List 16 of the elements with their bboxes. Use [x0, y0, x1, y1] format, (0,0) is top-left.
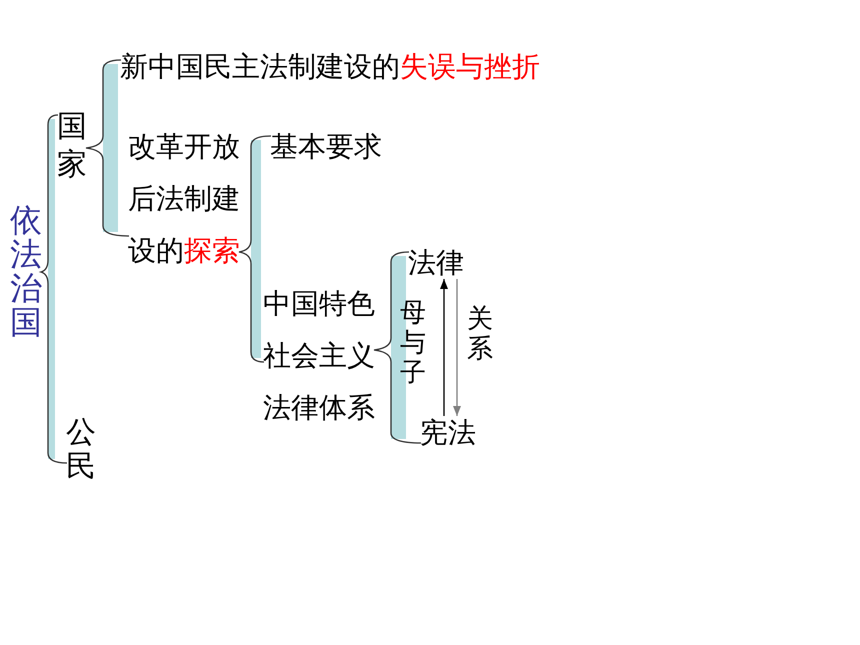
text-label: 国家 — [57, 108, 87, 184]
arrow — [440, 279, 448, 416]
curly-brace — [40, 114, 68, 464]
curly-brace — [373, 251, 421, 444]
arrow — [453, 279, 461, 416]
edge-label: 关系 — [467, 304, 494, 364]
text-label: 基本要求 — [270, 130, 382, 164]
text-label: 新中国民主法制建设的失误与挫折 — [120, 50, 540, 84]
text-label: 公民 — [66, 416, 96, 484]
curly-brace — [85, 59, 130, 237]
text-label: 中国特色社会主义法律体系 — [263, 278, 375, 434]
text-label: 法律 — [408, 246, 464, 280]
text-label: 改革开放后法制建设的探索 — [128, 121, 240, 277]
edge-label: 母与子 — [400, 298, 427, 388]
text-label: 宪法 — [420, 416, 476, 450]
text-label: 依法治国 — [10, 203, 42, 339]
